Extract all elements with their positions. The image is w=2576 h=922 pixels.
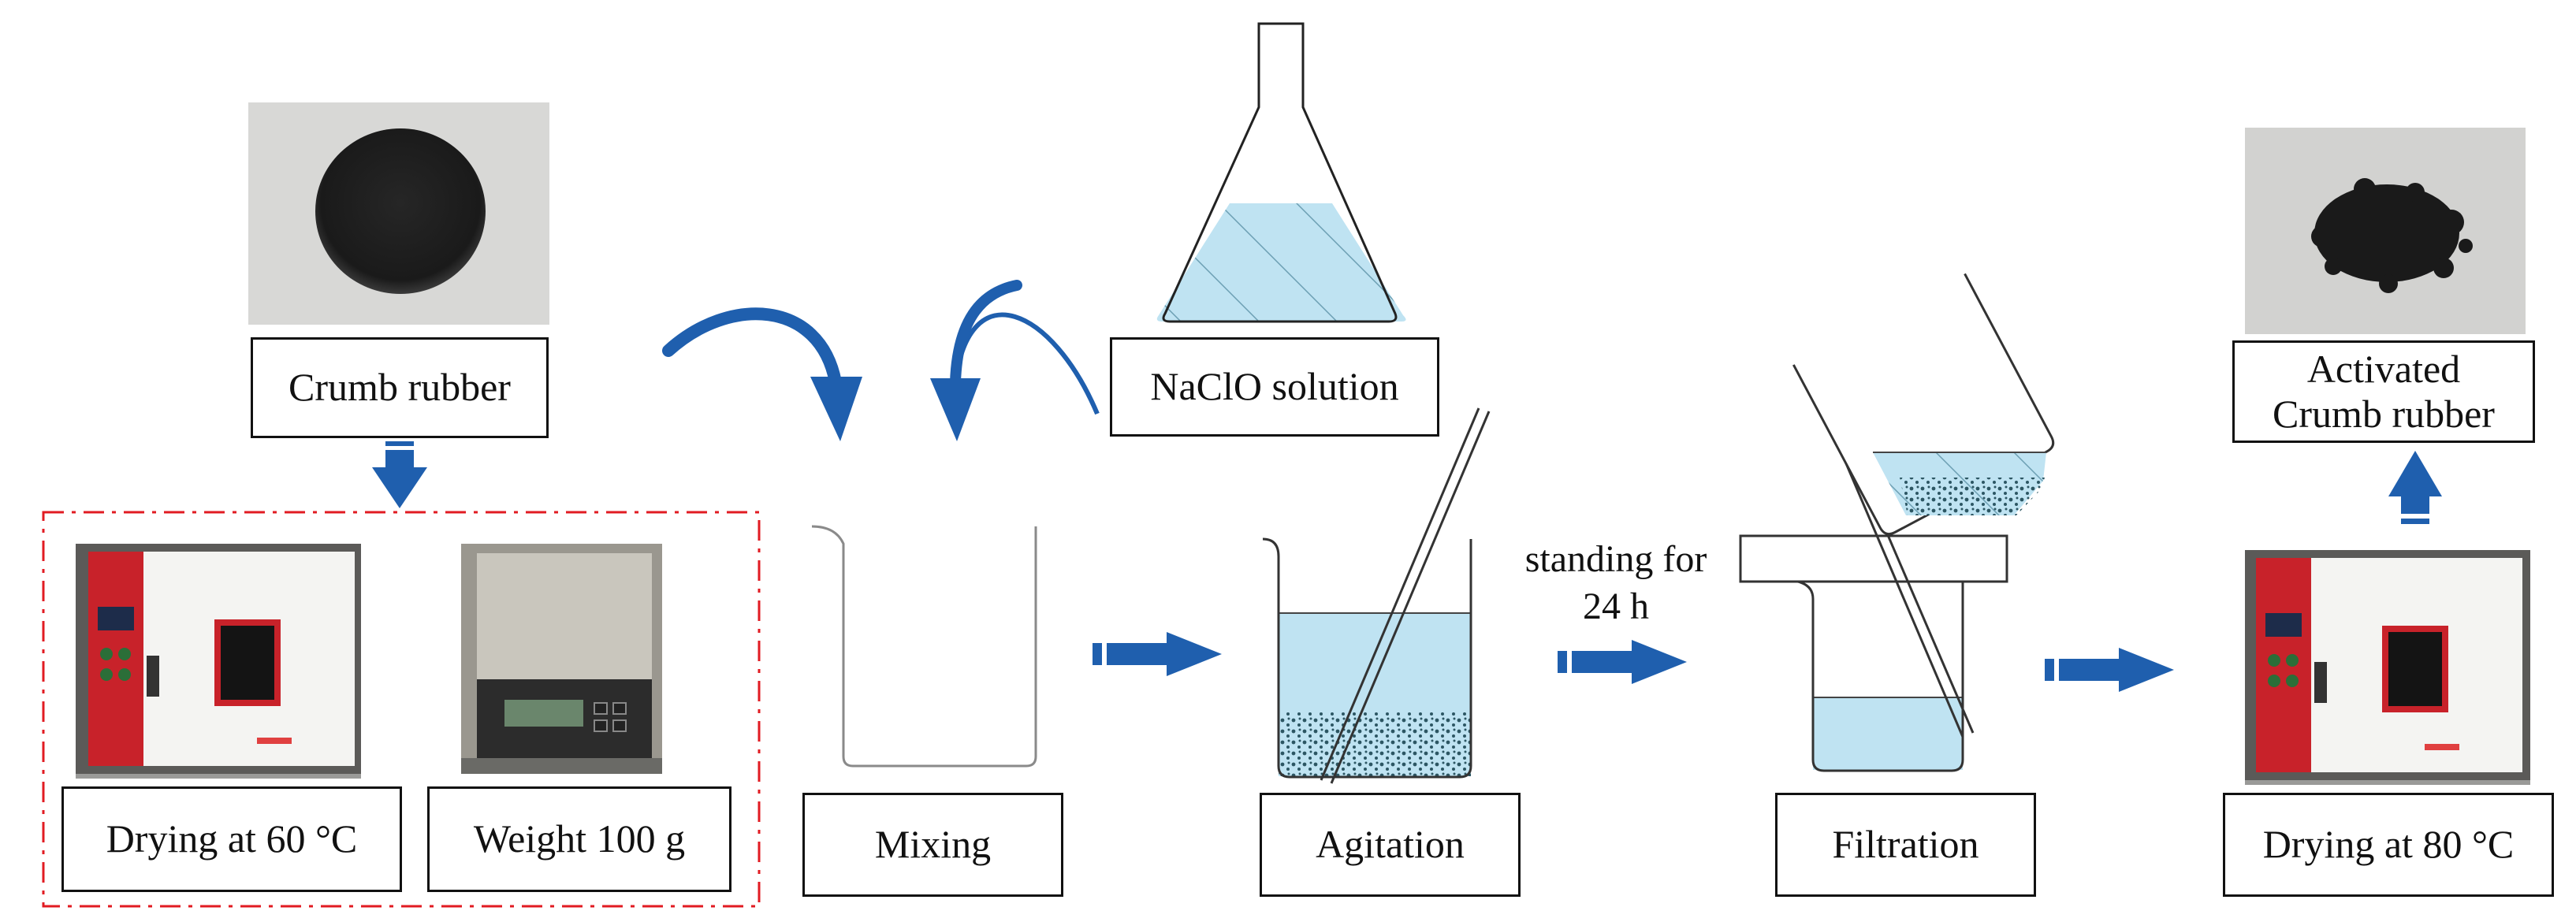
activated-rubber-photo [2245, 128, 2526, 334]
curved-arrow-naclo-to-mixing [930, 280, 1100, 441]
activated-crumb-rubber-label: Activated Crumb rubber [2232, 340, 2535, 443]
agitation-beaker [1262, 407, 1491, 784]
arrow-down-to-drying [372, 441, 427, 508]
arrow-agitation-to-filtration [1558, 640, 1687, 684]
scale-photo [461, 544, 662, 774]
agitation-label: Agitation [1260, 793, 1521, 897]
naclo-solution-label: NaClO solution [1110, 337, 1439, 437]
arrow-mixing-to-agitation [1093, 632, 1222, 676]
drying-60-label: Drying at 60 °C [61, 786, 402, 892]
naclo-flask-body [1156, 22, 1406, 323]
weight-100-label: Weight 100 g [427, 786, 731, 892]
crumb-rubber-label: Crumb rubber [251, 337, 549, 438]
standing-line2: 24 h [1583, 586, 1649, 627]
arrow-up-to-activated [2388, 451, 2442, 524]
mixing-beaker [811, 525, 1037, 768]
drying-80-label: Drying at 80 °C [2223, 793, 2554, 897]
activated-line2: Crumb rubber [2273, 392, 2495, 436]
arrow-filtration-to-drying [2045, 648, 2174, 692]
crumb-rubber-photo [248, 102, 549, 325]
standing-time-text: standing for 24 h [1490, 536, 1742, 630]
filtration-label: Filtration [1775, 793, 2036, 897]
filtration-setup [1739, 273, 2055, 772]
oven-photo-right [2245, 550, 2530, 785]
mixing-label: Mixing [802, 793, 1063, 897]
curved-arrow-rubber-to-mixing [662, 307, 862, 441]
oven-photo-left [76, 544, 361, 779]
standing-line1: standing for [1524, 538, 1707, 580]
preparation-group-frame [42, 511, 761, 908]
activated-line1: Activated [2306, 346, 2461, 391]
